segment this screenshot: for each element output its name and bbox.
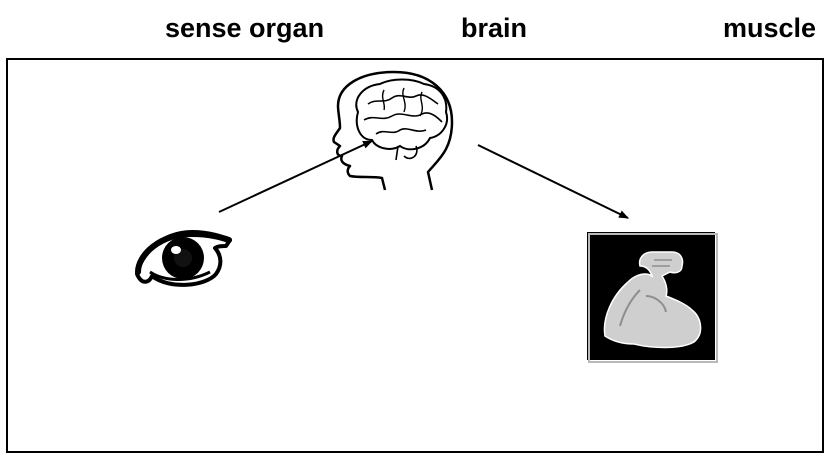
diagram-canvas bbox=[0, 0, 836, 439]
arrow-brain-to-muscle bbox=[478, 145, 628, 218]
flexed-arm-icon bbox=[587, 232, 717, 362]
brain-head-icon bbox=[333, 72, 452, 190]
eye-icon bbox=[137, 232, 230, 285]
